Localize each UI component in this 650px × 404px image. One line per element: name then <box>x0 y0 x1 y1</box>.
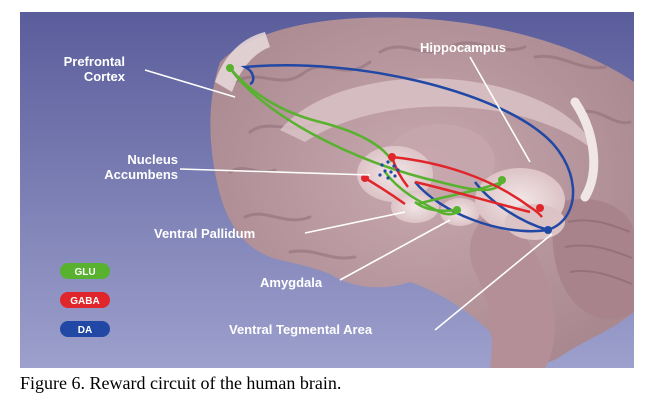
gaba-node-nac <box>388 153 396 161</box>
corpus-callosum <box>280 78 595 152</box>
label-hippocampus: Hippocampus <box>420 40 506 55</box>
figure-caption: Figure 6. Reward circuit of the human br… <box>20 373 342 393</box>
legend: GLU GABA DA <box>60 263 110 337</box>
label-prefrontal-cortex-line2: Cortex <box>84 69 126 84</box>
label-prefrontal-cortex-line1: Prefrontal <box>64 54 125 69</box>
legend-item-glu: GLU <box>60 263 110 279</box>
label-leaders <box>144 56 553 331</box>
hippocampus-curve <box>570 97 599 202</box>
legend-label-glu: GLU <box>74 267 95 278</box>
label-amygdala: Amygdala <box>260 275 323 290</box>
frontal-pole <box>215 32 270 92</box>
label-nucleus-accumbens-line1: Nucleus <box>127 152 178 167</box>
da-node-vta <box>544 226 552 234</box>
legend-label-da: DA <box>78 325 92 336</box>
legend-item-gaba: GABA <box>60 292 110 308</box>
glu-node-amygdala <box>453 206 461 214</box>
cerebellum <box>552 198 634 320</box>
label-ventral-pallidum: Ventral Pallidum <box>154 226 255 241</box>
da-vesicles <box>378 160 400 180</box>
legend-swatch-da <box>60 321 110 337</box>
gaba-node-vta <box>536 204 544 212</box>
brain-figure: Prefrontal Cortex Hippocampus Nucleus Ac… <box>20 12 634 368</box>
cerebellum-folds <box>564 219 633 285</box>
legend-item-da: DA <box>60 321 110 337</box>
legend-label-gaba: GABA <box>70 296 99 307</box>
glu-node-hippocampus <box>498 176 506 184</box>
brain-diagram: Prefrontal Cortex Hippocampus Nucleus Ac… <box>20 12 634 368</box>
glu-node-pfc <box>226 64 234 72</box>
ventral-pallidum-region <box>391 191 439 223</box>
legend-swatch-glu <box>60 263 110 279</box>
label-ventral-tegmental-area: Ventral Tegmental Area <box>229 322 373 337</box>
gaba-node-pallidum <box>361 174 369 182</box>
brainstem <box>470 212 555 368</box>
label-nucleus-accumbens-line2: Accumbens <box>104 167 178 182</box>
legend-swatch-gaba <box>60 292 110 308</box>
